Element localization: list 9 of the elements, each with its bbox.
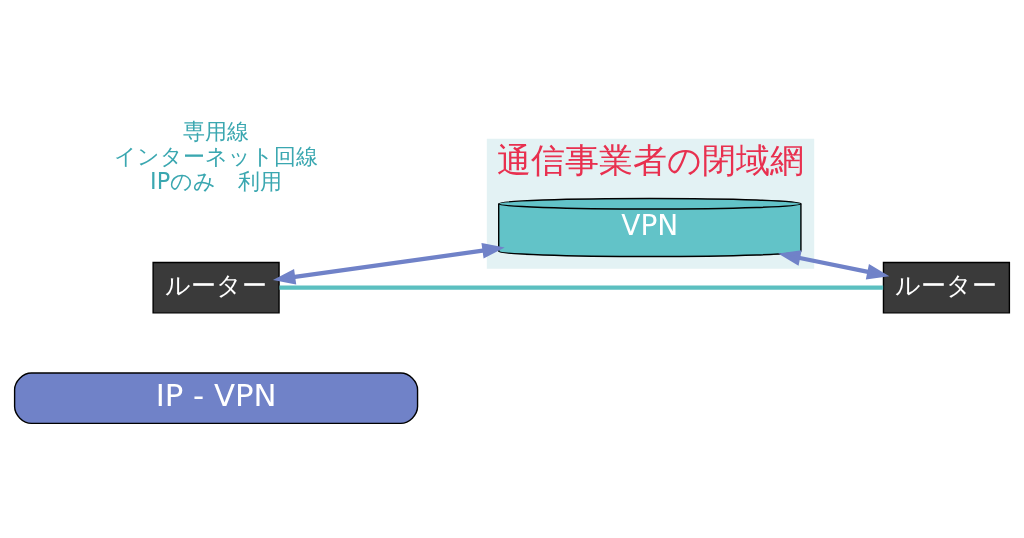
label: 専用線 [183, 117, 250, 144]
label: IPのみ 利用 [150, 167, 283, 194]
arrow [778, 249, 890, 279]
connector [279, 285, 884, 290]
arrow [272, 242, 505, 285]
node-box: ルーター [152, 261, 280, 314]
node-box: IP - VPN [13, 371, 419, 424]
label: インターネット回線 [114, 142, 319, 169]
node-box: ルーター [882, 261, 1011, 314]
